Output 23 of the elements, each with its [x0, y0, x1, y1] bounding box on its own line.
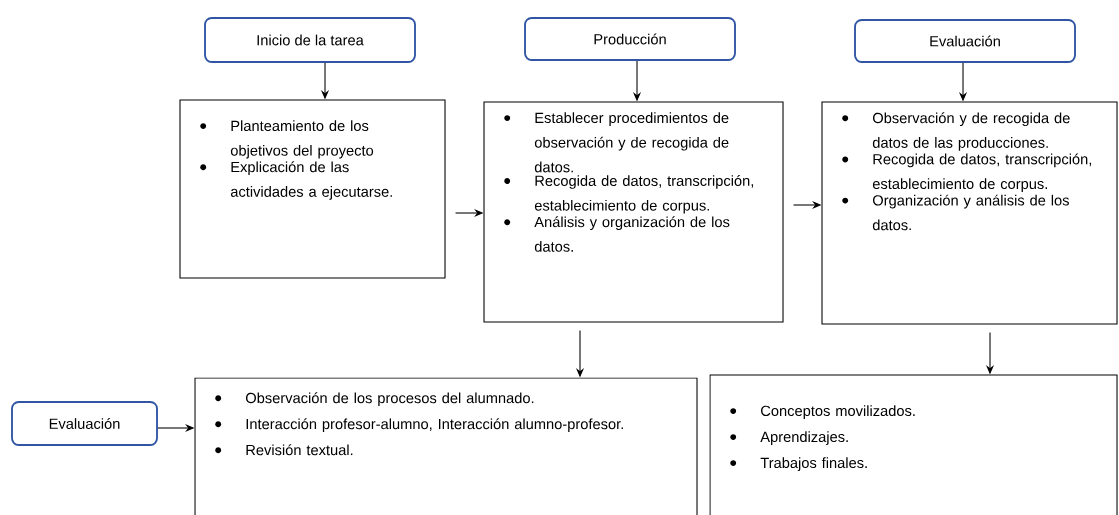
list-item: Conceptos movilizados. [761, 405, 915, 419]
list-item: Trabajos finales. [760, 457, 867, 471]
list-box [709, 374, 1118, 515]
stage-box: Evaluación [11, 401, 158, 446]
list-item: Interacción profesor-alumno, Interacción alumno-profesor. [246, 418, 623, 433]
list-box [483, 101, 784, 323]
list-item: Observación de los procesos del alumnado. [245, 392, 534, 407]
list-item: Planteamiento de los objetivos del proyecto [230, 120, 374, 159]
list-box [194, 377, 698, 515]
list-item: Aprendizajes. [760, 431, 848, 445]
list-item: Explicación de las actividades a ejecutarse. [230, 161, 392, 200]
stage-box: Evaluación [854, 19, 1076, 63]
stage-box: Inicio de la tarea [204, 17, 416, 63]
list-item: Organización y análisis de los datos. [872, 194, 1069, 231]
list-item: Análisis y organización de los datos. [534, 216, 730, 252]
list-item: Revisión textual. [246, 444, 353, 456]
list-item: Observación y de recogida de datos de las producciones. [872, 112, 1070, 151]
list-item: Recogida de datos, transcripción, establecimiento de corpus. [872, 153, 1092, 192]
list-box [179, 99, 446, 279]
list-item: Recogida de datos, transcripción, establecimiento de corpus. [534, 175, 754, 214]
list-box [821, 101, 1118, 325]
stage-box: Producción [524, 17, 736, 61]
list-item: Establecer procedimientos de observación y de recogida de datos. [534, 112, 729, 173]
